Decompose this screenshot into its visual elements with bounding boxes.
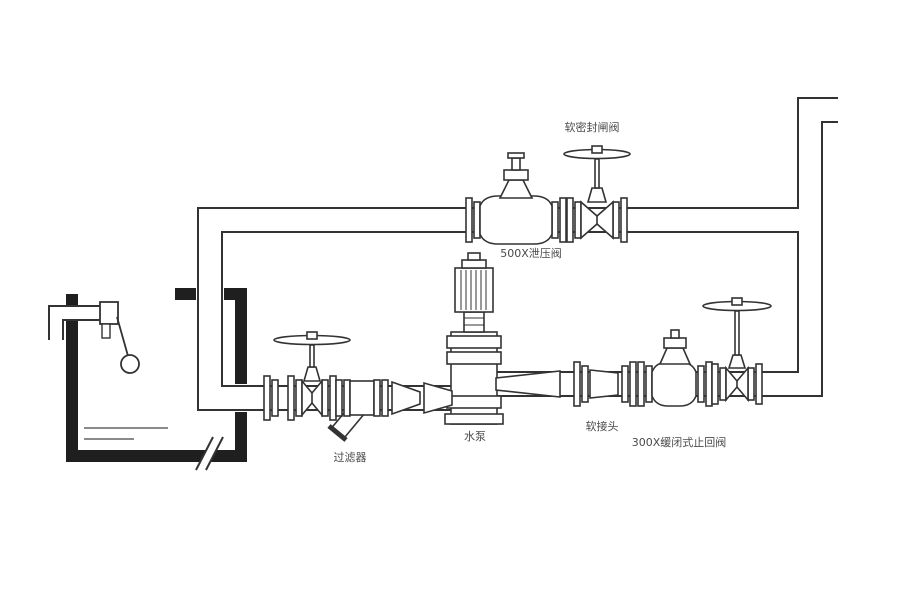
handwheel-hub: [591, 145, 603, 154]
check-valve-body: [651, 361, 697, 407]
flex-joint-body: [589, 369, 619, 399]
valve-stem: [594, 158, 600, 189]
float-valve: [99, 301, 140, 374]
flange: [373, 379, 381, 417]
label-relief-valve: 500X泄压阀: [500, 246, 562, 260]
valve-bonnet: [586, 187, 608, 203]
strainer-body: [349, 380, 375, 416]
water-tank: [66, 288, 247, 462]
flange: [573, 361, 581, 407]
float-valve-drop-tube: [101, 323, 111, 339]
flange: [620, 197, 628, 243]
check-valve-300x: [637, 329, 713, 407]
float-ball: [120, 354, 140, 374]
flange: [697, 365, 705, 403]
flange: [271, 379, 279, 417]
suction-flange-pair: [263, 375, 279, 421]
tank-roof-right: [224, 288, 247, 300]
valve-stem: [309, 344, 315, 368]
bonnet-cap: [503, 169, 529, 181]
valve-bonnet: [727, 354, 747, 369]
tank-wall-bottom: [66, 450, 247, 462]
water-level-lines: [84, 427, 168, 440]
pump-stage-band: [446, 351, 502, 365]
float-lever: [116, 316, 129, 357]
flange: [551, 201, 559, 239]
valve-bonnet: [498, 179, 534, 199]
flange: [321, 379, 329, 417]
flange: [335, 379, 343, 417]
wall-break-symbol: [195, 436, 224, 471]
label-flexible-joint: 软接头: [586, 419, 619, 433]
pump: [444, 252, 504, 425]
flange: [637, 361, 645, 407]
flange: [705, 361, 713, 407]
flange: [287, 375, 295, 421]
break-gap: [196, 437, 223, 470]
flange: [747, 367, 755, 401]
pump-coupling: [463, 311, 485, 333]
flange: [343, 379, 351, 417]
reducer-cone: [391, 380, 421, 416]
flange: [574, 201, 582, 239]
y-strainer: [327, 379, 389, 442]
float-valve-body: [99, 301, 119, 325]
flexible-joint: [573, 361, 637, 407]
suction-reducers: [391, 380, 453, 416]
flange: [465, 197, 473, 243]
motor-top-cap: [467, 252, 481, 261]
reducer-cone: [423, 381, 453, 415]
discharge-increaser: [495, 370, 561, 398]
flange: [719, 367, 727, 401]
tank-wall-left-lower: [66, 321, 78, 462]
flange: [295, 379, 303, 417]
flange: [329, 375, 337, 421]
flange: [645, 365, 653, 403]
strainer-cap: [327, 424, 348, 442]
valve-stem: [734, 310, 740, 356]
tank-roof-left: [175, 288, 196, 300]
label-check-valve: 300X缓闭式止回阀: [632, 435, 727, 449]
flange: [581, 365, 589, 403]
pump-stage-band: [446, 395, 502, 409]
flange: [566, 197, 574, 243]
pilot-top: [507, 152, 525, 159]
pilot-stem: [511, 157, 521, 171]
flange: [381, 379, 389, 417]
tank-wall-left-upper: [66, 294, 78, 305]
flange: [755, 363, 763, 405]
tank-wall-right-upper: [235, 288, 247, 384]
label-pump: 水泵: [464, 430, 486, 443]
relief-valve-500x: [465, 152, 567, 245]
gate-valve-top: [563, 145, 631, 243]
valve-bonnet: [302, 366, 322, 382]
bonnet-knob: [670, 329, 680, 339]
motor-cap: [461, 259, 487, 269]
flange: [711, 363, 719, 405]
pump-stage-band: [446, 335, 502, 349]
label-strainer: 过滤器: [334, 451, 367, 464]
motor-fins: [460, 270, 487, 310]
flange: [559, 197, 567, 243]
break-line: [205, 436, 224, 471]
flange: [612, 201, 620, 239]
bonnet-cap: [663, 337, 687, 349]
pipe-tank-inlet-bore: [50, 307, 112, 340]
handwheel-hub: [306, 331, 318, 340]
relief-valve-body: [479, 195, 553, 245]
handwheel-hub: [731, 297, 743, 306]
break-line: [195, 436, 214, 471]
label-top-gate-valve: 软密封闸阀: [565, 120, 620, 134]
pump-base: [444, 413, 504, 425]
flange: [263, 375, 271, 421]
gate-valve-discharge: [702, 297, 772, 405]
flange: [473, 201, 481, 239]
flange: [629, 361, 637, 407]
tank-wall-right-lower: [235, 412, 247, 462]
valve-bonnet: [658, 347, 692, 365]
flange: [621, 365, 629, 403]
